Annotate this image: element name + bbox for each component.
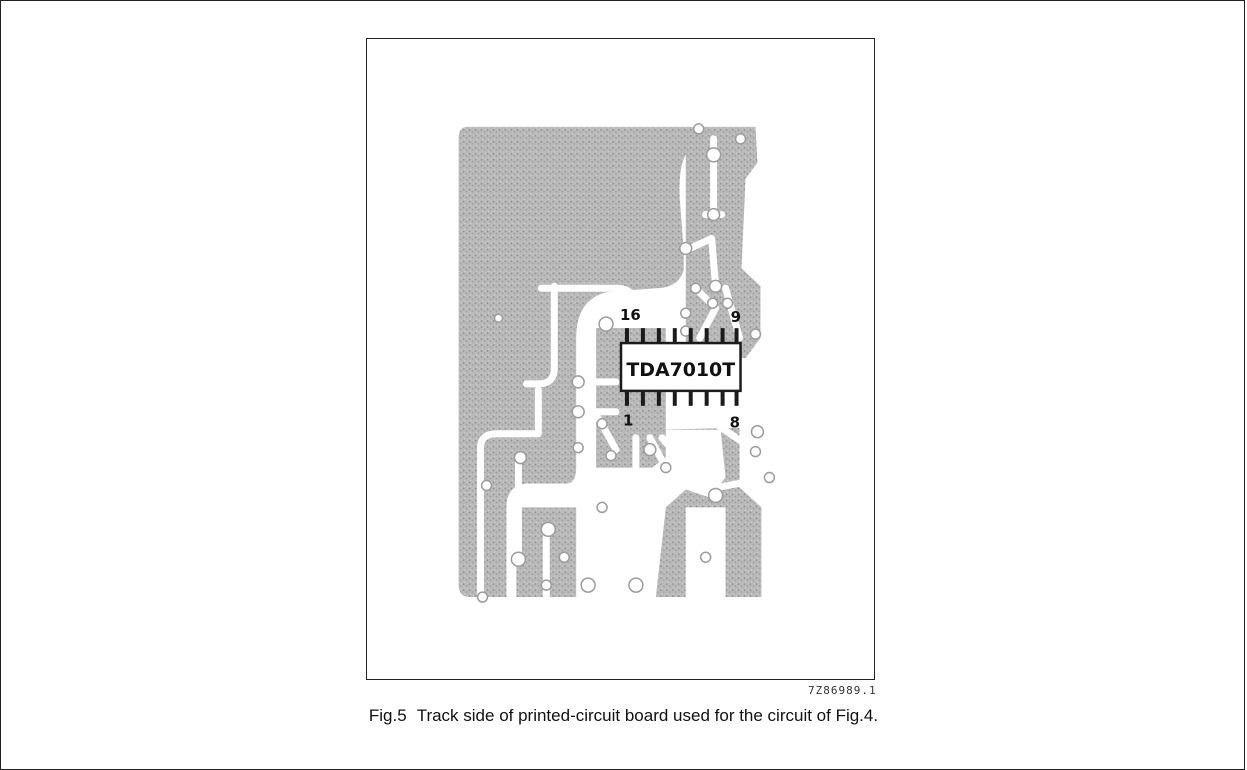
figure-caption-text: Track side of printed-circuit board used…: [416, 706, 879, 725]
figure-reference-code: 7Z86989.1: [808, 684, 877, 697]
pcb-track-illustration: TDA7010T 16 9 1 8: [458, 123, 776, 611]
pin-label-8: 8: [730, 414, 740, 432]
figure-frame: TDA7010T 16 9 1 8: [366, 38, 875, 680]
pin-label-9: 9: [731, 308, 741, 326]
ic-label: TDA7010T: [626, 359, 735, 381]
solder-pads: [476, 123, 776, 603]
ic-package: [619, 341, 742, 393]
traces: [477, 135, 773, 611]
ic-pins: [624, 328, 739, 406]
figure-caption-number: Fig.5: [368, 706, 407, 725]
pin-label-1: 1: [623, 412, 633, 430]
figure-caption: Fig.5 Track side of printed-circuit board…: [0, 706, 1247, 726]
pin-label-16: 16: [620, 306, 641, 324]
